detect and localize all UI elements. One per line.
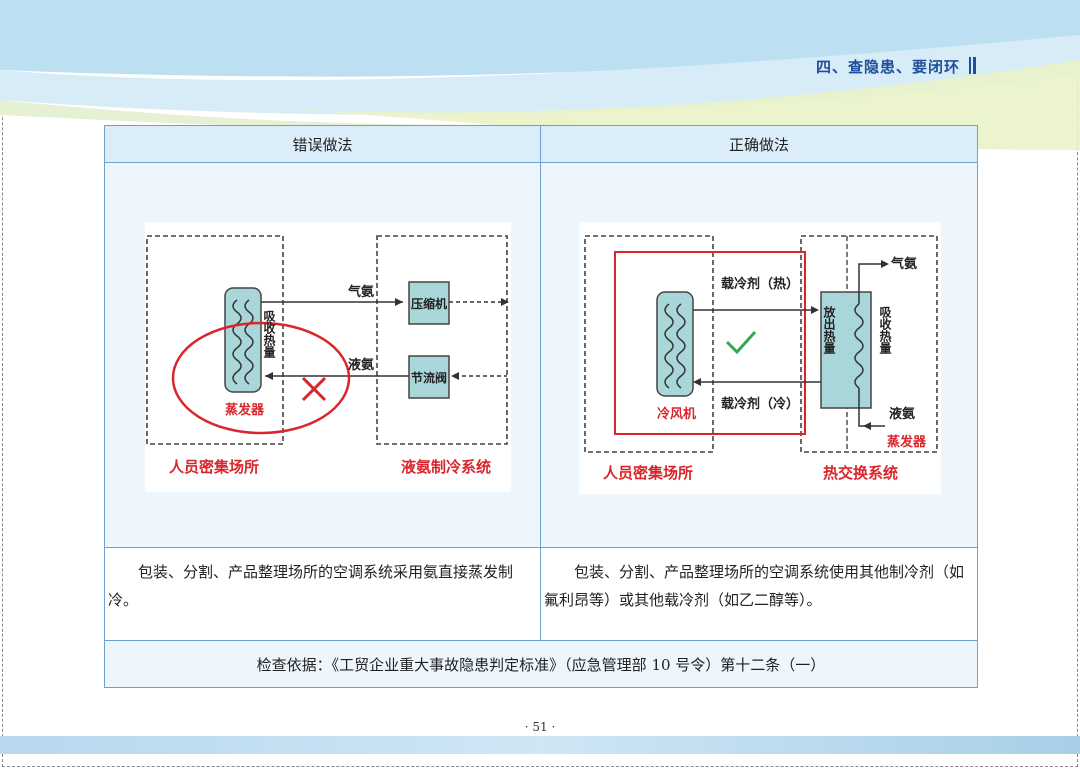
header-right-practice: 正确做法 xyxy=(541,126,977,163)
refrigeration-system-label: 液氨制冷系统 xyxy=(401,458,491,476)
red-cross-icon xyxy=(301,376,327,402)
liquid-ammonia-label: 液氨 xyxy=(348,357,374,373)
throttle-valve-unit xyxy=(408,355,450,399)
air-cooler-unit xyxy=(656,291,694,397)
crowded-area-label: 人员密集场所 xyxy=(603,464,693,482)
highlight-box xyxy=(614,251,806,435)
inspection-basis: 检查依据：《工贸企业重大事故隐患判定标准》（应急管理部 10 号令）第十二条（一… xyxy=(105,641,977,687)
evaporator-unit xyxy=(224,287,262,393)
compressor-label: 压缩机 xyxy=(411,296,447,311)
gas-ammonia-label: 气氨 xyxy=(348,284,374,300)
coolant-cold-label: 载冷剂（冷） xyxy=(721,396,799,412)
evaporator-label: 蒸发器 xyxy=(225,402,265,418)
page-number: · 51 · xyxy=(524,720,556,734)
liquid-ammonia-label: 液氨 xyxy=(889,406,915,422)
warning-ellipse xyxy=(171,321,351,435)
header-wrong-practice: 错误做法 xyxy=(105,126,541,163)
comparison-table: 错误做法 正确做法 xyxy=(104,125,978,688)
green-check-icon xyxy=(725,330,757,355)
wrong-diagram-cell: 吸收热量 气氨 液氨 压缩机 节流阀 蒸发器 人员密集场所 液氨制冷系统 xyxy=(105,163,541,548)
section-title: 四、查隐患、要闭环 xyxy=(815,58,960,76)
absorb-heat-label: 吸收热量 xyxy=(262,310,276,358)
compressor-unit xyxy=(408,281,450,325)
refrigeration-system-box xyxy=(376,235,508,445)
heat-exchange-system-label: 热交换系统 xyxy=(823,464,898,482)
footer-band xyxy=(0,736,1080,754)
crowded-area-label: 人员密集场所 xyxy=(169,458,259,476)
gas-ammonia-label: 气氨 xyxy=(891,256,917,272)
throttle-valve-label: 节流阀 xyxy=(411,370,447,385)
evaporator-label: 蒸发器 xyxy=(887,434,927,450)
right-practice-diagram: 载冷剂（热） 载冷剂（冷） 放出热量 吸收热量 气氨 液氨 蒸发器 冷风机 人员… xyxy=(579,222,941,494)
crowded-area-box xyxy=(146,235,284,445)
absorb-heat-label: 吸收热量 xyxy=(878,306,892,354)
right-practice-text: 包装、分割、产品整理场所的空调系统使用其他制冷剂（如氟利昂等）或其他载冷剂（如乙… xyxy=(541,548,977,641)
title-bar-icon xyxy=(969,57,977,74)
heat-exchanger-unit xyxy=(820,291,872,409)
wrong-practice-text: 包装、分割、产品整理场所的空调系统采用氨直接蒸发制冷。 xyxy=(105,548,541,641)
release-heat-label: 放出热量 xyxy=(822,305,836,354)
wrong-practice-diagram: 吸收热量 气氨 液氨 压缩机 节流阀 蒸发器 人员密集场所 液氨制冷系统 xyxy=(145,222,511,492)
coil-icon xyxy=(232,299,254,385)
air-cooler-label: 冷风机 xyxy=(657,406,696,422)
coolant-hot-label: 载冷剂（热） xyxy=(721,276,799,292)
right-diagram-cell: 载冷剂（热） 载冷剂（冷） 放出热量 吸收热量 气氨 液氨 蒸发器 冷风机 人员… xyxy=(541,163,977,548)
